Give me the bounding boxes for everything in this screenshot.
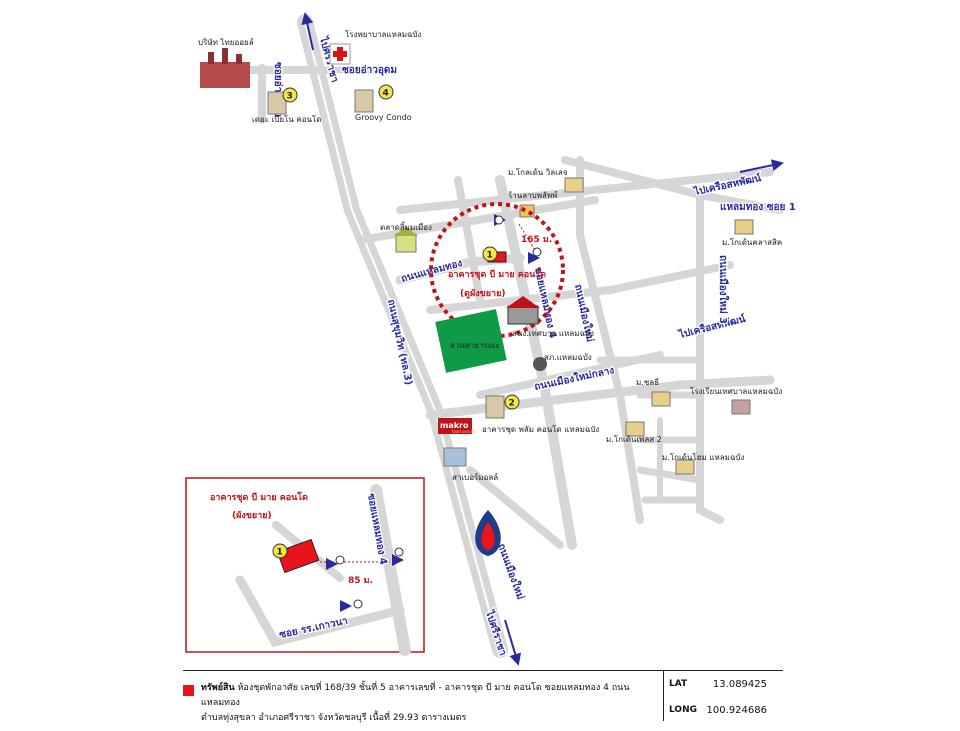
park-area [435,309,507,373]
view-pointer-1 [494,214,506,226]
inset-property-marker [276,538,320,574]
lat-value: 13.089425 [712,679,767,690]
label-to-saha-mid: ไปเครือสหพัฒน์ [677,312,747,341]
asset-text: ห้องชุดพักอาศัย เลขที่ 168/39 ชั้นที่ 5 … [201,683,630,708]
label-mueang-mai-bottom: ถนนเมืองใหม่ [495,542,527,602]
marker-3: 3 [282,87,298,103]
road-network [228,14,784,658]
label-police-station: สภ.แหลมฉบัง [544,353,592,362]
label-thai-oil: บริษัท ไทยออยล์ [198,37,254,47]
label-laem-thong-soi1: แหลมทอง ซอย 1 [720,202,796,213]
label-municipal-office: สนง.เทศบาล แหลมฉบัง [512,329,594,338]
svg-text:2: 2 [509,399,515,409]
location-map: ไปศรีราชา ไปศรีราชา ไปเครือสหพัฒน์ ไปเคร… [185,12,797,666]
label-plum-condo: อาคารชุด พลัม คอนโด แหลมฉบัง [482,424,599,434]
label-school: โรงเรียนเทศบาลแหลมฉบัง [690,386,782,396]
property-footer: ทรัพย์สิน ห้องชุดพักอาศัย เลขที่ 168/39 … [183,670,783,723]
label-to-si-racha-bottom: ไปศรีราชา [483,608,510,657]
inset-pointer-4 [326,555,345,570]
hospital-icon [329,43,351,65]
coordinates-box: LAT 13.089425 LONG 100.924686 [669,679,781,731]
label-the-piano-condo: เดอะ เปียโน คอนโด [252,114,322,124]
svg-text:1: 1 [487,251,493,261]
long-value: 100.924686 [706,705,767,716]
inset-pointer-2 [392,547,404,566]
label-mueang-mai-3: ถนนเมืองใหม่ 3 [717,255,730,324]
label-see-extension: (ดูผังขยาย) [460,288,506,299]
property-legend-swatch [183,685,194,696]
lat-label: LAT [669,679,688,689]
svg-text:4: 4 [383,89,389,99]
label-restaurant: ร้านลาบพลัพพ์ [508,190,557,200]
marker-1: 1 [482,246,498,262]
route-arrow-right-mid: ไปเครือสหพัฒน์ [675,311,748,343]
mall-icon [443,447,467,467]
police-icon [533,357,547,371]
svg-text:1: 1 [277,548,283,558]
label-golden-home: ม.โกเด้นโฮม แหลมฉบัง [662,452,744,462]
svg-text:3: 3 [287,92,293,102]
property-description: ทรัพย์สิน ห้องชุดพักอาศัย เลขที่ 168/39 … [201,681,663,726]
label-distance-main: 165 ม. [521,235,552,245]
marker-2: 2 [504,394,520,410]
makro-logo: makro food service [438,418,477,434]
marker-4: 4 [378,84,394,100]
municipal-office-icon [506,296,540,325]
market-icon [394,226,418,253]
label-mall: สาเบอร์มอลล์ [452,472,498,482]
label-market: ตลาดสิ้มมเมือง [380,221,432,232]
label-hospital: โรงพยาบาลแหลมฉบัง [345,29,422,39]
asset-text-2: ตำบลทุ่งสุขลา อำเภอศรีราชา จังหวัดชลบุรี… [201,713,467,723]
inset-marker-1: 1 [272,543,288,559]
label-groovy-condo: Groovy Condo [355,113,412,122]
asset-label: ทรัพย์สิน [201,683,235,693]
long-label: LONG [669,705,697,715]
label-golden-place-2: ม.โกเด้นเพลส 2 [606,434,662,444]
inset-subtitle: (ผังขยาย) [232,510,272,521]
footer-divider [663,671,664,721]
inset-distance: 85 ม. [348,576,373,586]
label-soi-aow-udom: ซอยอ่าวอุดม [342,64,397,76]
inset-map: อาคารชุด บี มาย คอนโด (ผังขยาย) 1 85 ม. … [185,477,425,656]
label-building: อาคารชุด บี มาย คอนโด [448,268,546,280]
label-village-cholthee: ม.ชลธี [636,378,659,387]
label-golden-village: ม.โกลเด้น วิลเลจ [508,167,568,177]
svg-text:food service: food service [452,429,477,434]
factory-icon [200,48,250,88]
condo-icon-plum [485,395,505,419]
view-pointer-2 [528,247,542,264]
svg-text:makro: makro [440,421,469,430]
ptt-station-logo [475,510,501,556]
inset-title: อาคารชุด บี มาย คอนโด [210,491,308,503]
highlight-radius [429,202,565,338]
label-park: สวนสาธารณะ [450,341,500,350]
condo-icon [267,89,374,115]
house-icon [564,177,754,475]
label-golden-classic: ม.โกเด้นคลาสสิค [722,237,782,247]
inset-pointer-3 [340,599,363,612]
